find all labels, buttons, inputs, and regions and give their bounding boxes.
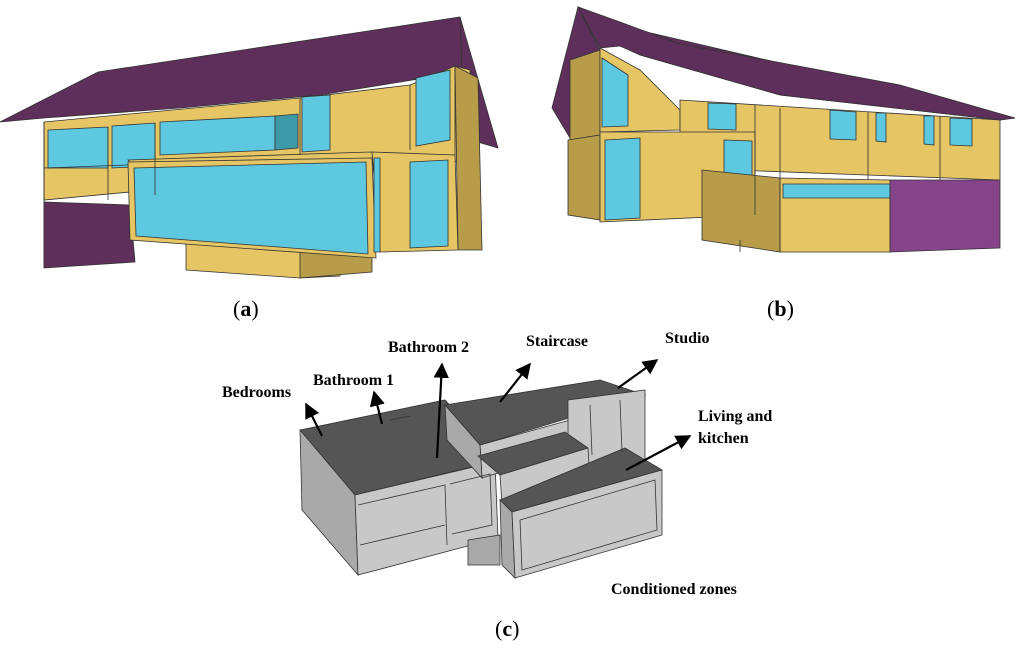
window-b-3 (875, 112, 887, 143)
gable-window-b (601, 57, 629, 128)
arrow-studio (617, 359, 659, 389)
gable-wall-b (569, 49, 601, 141)
label-living-line1: Living and (698, 408, 772, 425)
right-block-glass (373, 157, 381, 253)
zone-upper-left (444, 403, 483, 480)
window-upper-1 (47, 126, 109, 169)
window-b-2 (829, 109, 857, 141)
zone-living-front (511, 469, 663, 579)
label-bathroom-2: Bathroom 2 (388, 339, 469, 356)
window-upper-4 (274, 113, 299, 151)
roof-lower-left (43, 201, 136, 269)
window-front-large (133, 161, 369, 255)
lower-left-block-b (567, 134, 601, 221)
tower-wall (454, 65, 483, 251)
window-b-5 (949, 117, 973, 147)
arrow-bathroom-2 (433, 362, 449, 459)
label-staircase: Staircase (526, 333, 588, 350)
panel-c-conditioned-zones-model (299, 379, 664, 580)
label-bathroom-1: Bathroom 1 (313, 372, 394, 389)
arrow-bathroom-1 (369, 390, 385, 425)
label-living-line2: kitchen (698, 430, 749, 447)
label-conditioned-zones: Conditioned zones (611, 581, 737, 598)
door-front (409, 159, 449, 249)
panel-b-label: (b) (767, 296, 794, 321)
purple-wall-b (889, 179, 1001, 253)
window-upper-5 (301, 94, 331, 153)
panel-a-label: (a) (233, 296, 259, 321)
window-tower (415, 69, 451, 147)
window-b-4 (923, 115, 935, 146)
lower-mid-block-b (701, 169, 781, 253)
zone-arrows (305, 359, 692, 471)
panel-a-house-front-view (0, 16, 499, 279)
window-upper-3 (159, 115, 276, 156)
arrow-bedrooms (305, 402, 323, 437)
label-studio: Studio (665, 330, 709, 347)
panel-b-house-rear-view (551, 5, 1016, 253)
arrow-staircase (499, 362, 531, 403)
arrow-living (625, 435, 692, 471)
label-bedrooms: Bedrooms (222, 384, 291, 401)
strip-window-b (782, 183, 891, 199)
door-b-1 (604, 137, 641, 221)
window-b-1 (707, 102, 737, 131)
panel-c-label: (c) (495, 616, 519, 641)
zone-base (467, 534, 501, 566)
